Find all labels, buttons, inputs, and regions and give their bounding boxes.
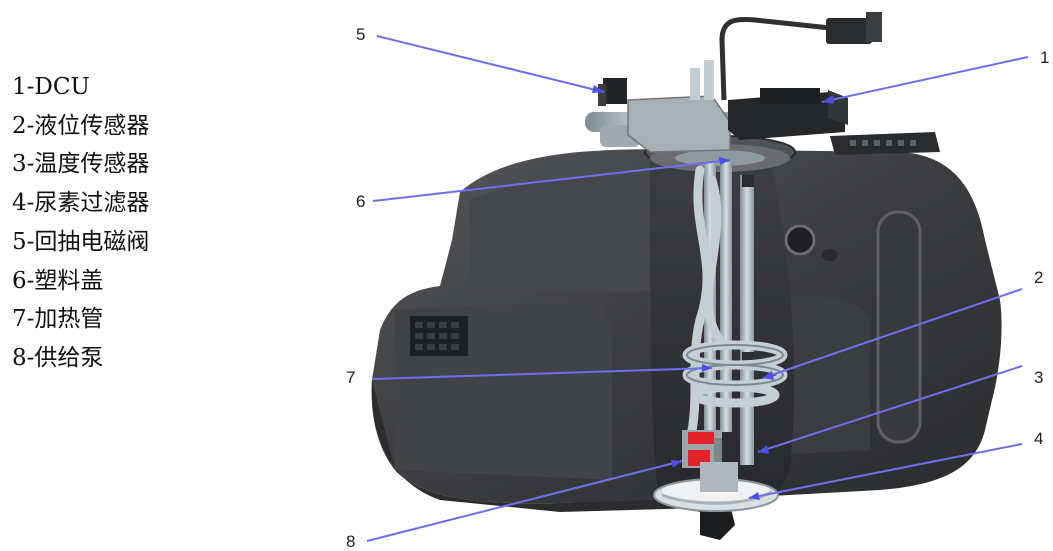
callout-number-5: 5 (356, 25, 365, 44)
leader-lines (366, 35, 1029, 542)
callout-number-8: 8 (346, 532, 355, 551)
leader-line-4 (748, 443, 1023, 499)
callout-number-3: 3 (1034, 368, 1043, 387)
leader-line-6 (372, 159, 731, 202)
leader-line-1 (821, 56, 1029, 103)
legend-list: 1-DCU 2-液位传感器 3-温度传感器 4-尿素过滤器 5-回抽电磁阀 6-… (12, 68, 149, 378)
callout-number-6: 6 (356, 192, 365, 211)
callout-number-2: 2 (1034, 268, 1043, 287)
connector-block (410, 316, 468, 356)
callout-number-4: 4 (1034, 429, 1043, 448)
legend-item-heating-pipe: 7-加热管 (12, 306, 104, 333)
legend-item-return-solenoid-valve: 5-回抽电磁阀 (12, 228, 150, 255)
top-module (585, 12, 940, 155)
legend-item-supply-pump: 8-供给泵 (12, 344, 104, 371)
legend-item-level-sensor: 2-液位传感器 (12, 112, 150, 139)
legend-item-plastic-cover: 6-塑料盖 (12, 267, 104, 294)
urea-filter (653, 462, 779, 512)
supply-pump (682, 430, 722, 468)
leader-line-2 (762, 288, 1023, 379)
callout-number-1: 1 (1040, 48, 1049, 67)
leader-line-8 (366, 460, 683, 542)
legend-item-urea-filter: 4-尿素过滤器 (12, 190, 150, 217)
legend-item-temperature-sensor: 3-温度传感器 (12, 151, 150, 178)
leader-line-3 (757, 365, 1023, 453)
leader-line-5 (376, 35, 605, 93)
leader-line-7 (372, 367, 713, 380)
callout-number-7: 7 (346, 368, 355, 387)
leader-arrowheads (592, 85, 834, 500)
legend-item-dcu: 1-DCU (12, 74, 90, 100)
